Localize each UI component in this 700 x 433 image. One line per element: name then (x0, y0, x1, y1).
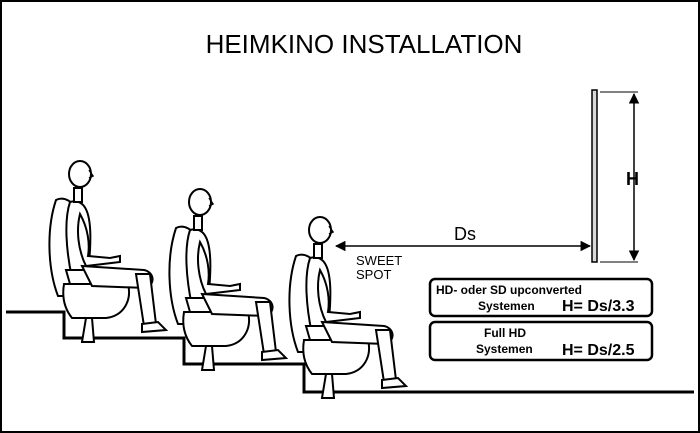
stepped-floor (6, 310, 694, 394)
formula-box-full-hd: Full HD Systemen H= Ds/2.5 (428, 320, 654, 362)
sweet-spot-label-line2: SPOT (356, 267, 391, 282)
formula-1-line1: HD- oder SD upconverted (436, 283, 582, 297)
formula-2-value: H= Ds/2.5 (562, 342, 635, 359)
formula-box-hd-upconverted: HD- oder SD upconverted Systemen H= Ds/3… (428, 277, 654, 318)
page-title: HEIMKINO INSTALLATION (206, 29, 523, 59)
formula-2-line1: Full HD (484, 326, 526, 340)
height-label: H (626, 169, 639, 189)
formula-box-1-frame (428, 277, 654, 318)
distance-label: Ds (454, 224, 476, 244)
formula-2-line2: Systemen (476, 342, 533, 356)
projection-screen (591, 89, 598, 263)
sweet-spot-label-line1: SWEET (356, 253, 402, 268)
formula-1-value: H= Ds/3.3 (562, 298, 635, 315)
formula-1-line2: Systemen (478, 299, 535, 313)
formula-box-2-frame (428, 320, 654, 362)
